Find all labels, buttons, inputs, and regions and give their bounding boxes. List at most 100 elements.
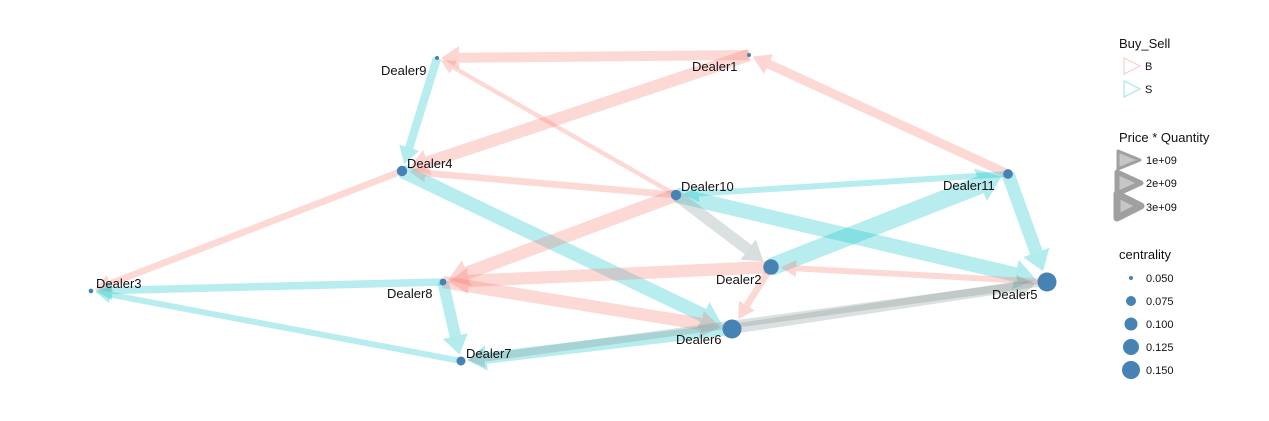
edge-dealer5-dealer2 <box>796 265 1048 285</box>
node-dealer4 <box>396 165 408 177</box>
edge-arrowhead-dealer2-dealer6-icon <box>738 300 755 320</box>
legend-centrality-title: centrality <box>1119 247 1172 262</box>
node-dealer9 <box>435 56 439 60</box>
edge-arrowhead-dealer6-dealer7-icon <box>467 345 488 371</box>
legend-centrality-dot-0100-icon <box>1124 317 1138 331</box>
node-dealer11 <box>1003 169 1013 179</box>
node-dealer7 <box>456 356 466 366</box>
edge-dealer10-dealer4 <box>424 169 677 199</box>
edge-arrowhead-dealer2-dealer8-icon <box>448 267 469 295</box>
node-label-dealer4: Dealer4 <box>407 156 453 171</box>
node-label-dealer6: Dealer6 <box>676 332 722 347</box>
edge-dealer11-dealer5 <box>1001 171 1043 255</box>
edge-arrowhead-dealer1-dealer4-icon <box>408 149 432 176</box>
node-label-dealer3: Dealer3 <box>96 276 142 291</box>
edge-dealer10-dealer8 <box>464 188 679 280</box>
edge-arrowhead-dealer4-dealer6-icon <box>696 302 722 329</box>
edge-dealer8-dealer6 <box>442 275 703 331</box>
edge-arrowhead-dealer4-dealer3-icon <box>95 275 114 293</box>
node-dealer6 <box>722 319 742 339</box>
edge-dealer2-dealer8 <box>467 260 772 288</box>
legend-price-quantity-label-1: 1e+09 <box>1146 155 1177 167</box>
legend-triangle-b-icon <box>1123 57 1142 75</box>
node-label-dealer5: Dealer5 <box>992 287 1038 302</box>
legend-price-quantity-label-2: 2e+09 <box>1146 178 1177 190</box>
edge-arrowhead-dealer8-dealer7-icon <box>442 333 468 355</box>
edges-layer <box>95 46 1050 371</box>
node-label-dealer9: Dealer9 <box>381 63 427 78</box>
edge-arrowhead-dealer11-dealer10-icon <box>683 185 700 203</box>
legend-size-1e09-icon <box>1116 149 1142 171</box>
node-dealer2 <box>763 259 779 275</box>
edge-dealer6-dealer7 <box>485 323 733 364</box>
legend-size-3e09-icon <box>1113 190 1145 222</box>
edge-dealer1-dealer9 <box>458 50 750 63</box>
legend-centrality-dot-0150-icon <box>1122 361 1140 379</box>
edge-dealer10-dealer2 <box>672 190 752 255</box>
edge-dealer2-dealer11 <box>767 176 984 276</box>
legend-centrality-label-2: 0.100 <box>1146 319 1174 331</box>
node-dealer3 <box>88 288 94 294</box>
legend-centrality-label-1: 0.075 <box>1146 296 1174 308</box>
edge-arrowhead-dealer9-dealer4-icon <box>399 144 420 165</box>
legend-centrality: centrality 0.050 0.075 0.100 0.125 0.150 <box>1119 247 1174 379</box>
node-dealer1 <box>747 53 751 57</box>
edge-arrowhead-dealer10-dealer5-icon <box>1012 259 1036 290</box>
edge-arrowhead-dealer6-dealer5-icon <box>1016 274 1036 298</box>
edge-dealer1-dealer4 <box>425 49 751 169</box>
legend-centrality-dot-0050-icon <box>1129 276 1133 280</box>
edge-dealer8-dealer3 <box>111 278 444 295</box>
legend-triangle-s-icon <box>1123 80 1142 98</box>
edge-dealer7-dealer3 <box>110 291 462 364</box>
edge-arrowhead-dealer1-dealer9-icon <box>440 46 460 70</box>
legend-centrality-label-0: 0.050 <box>1146 273 1174 285</box>
legend-buy-sell-label-b: B <box>1145 61 1152 73</box>
edge-dealer11-dealer1 <box>766 59 1010 179</box>
edge-arrowhead-dealer10-dealer8-icon <box>448 260 472 287</box>
edge-dealer4-dealer3 <box>108 167 404 287</box>
legend-buy-sell-title: Buy_Sell <box>1119 36 1170 51</box>
legend-buy-sell: Buy_Sell B S <box>1119 36 1170 98</box>
legend: Buy_Sell B S Price * Quantity 1e+09 2e+0… <box>1113 36 1210 379</box>
legend-centrality-dot-0075-icon <box>1126 296 1136 306</box>
legend-size-2e09-icon <box>1114 169 1144 197</box>
legend-price-quantity: Price * Quantity 1e+09 2e+09 3e+09 <box>1113 130 1210 222</box>
edge-dealer6-dealer5 <box>731 281 1019 334</box>
edge-arrowhead-dealer2-dealer11-icon <box>973 168 1002 202</box>
edge-dealer9-dealer4 <box>405 56 442 150</box>
legend-centrality-dot-0125-icon <box>1123 339 1139 355</box>
edge-dealer11-dealer10 <box>698 171 1009 197</box>
edge-arrowhead-dealer10-dealer4-icon <box>409 163 426 183</box>
edge-arrowhead-dealer10-dealer2-icon <box>740 239 764 262</box>
edge-arrowhead-dealer11-dealer1-icon <box>752 54 774 74</box>
node-label-dealer1: Dealer1 <box>692 59 738 74</box>
legend-centrality-label-4: 0.150 <box>1146 365 1174 377</box>
edge-arrowhead-dealer5-dealer7-icon <box>467 348 486 368</box>
node-dealer8 <box>439 278 447 286</box>
edge-dealer10-dealer5 <box>674 187 1018 282</box>
legend-centrality-label-3: 0.125 <box>1146 342 1174 354</box>
edge-arrowhead-dealer8-dealer6-icon <box>699 310 721 338</box>
nodes-layer <box>88 53 1057 366</box>
edge-dealer10-dealer9 <box>452 65 678 197</box>
edge-dealer4-dealer6 <box>398 164 707 322</box>
edge-arrowhead-dealer7-dealer3-icon <box>95 286 113 304</box>
legend-price-quantity-label-3: 3e+09 <box>1146 202 1177 214</box>
edge-arrowhead-dealer11-dealer5-icon <box>1023 247 1050 272</box>
node-label-dealer7: Dealer7 <box>466 346 512 361</box>
node-label-dealer10: Dealer10 <box>681 179 734 194</box>
edge-dealer8-dealer7 <box>437 280 461 338</box>
node-label-dealer8: Dealer8 <box>387 286 433 301</box>
node-label-dealer2: Dealer2 <box>716 272 762 287</box>
edge-arrowhead-dealer8-dealer3-icon <box>95 280 113 301</box>
node-dealer5 <box>1037 272 1057 292</box>
legend-price-quantity-title: Price * Quantity <box>1119 130 1210 145</box>
edge-arrowhead-dealer5-dealer2-icon <box>780 259 797 277</box>
legend-buy-sell-label-s: S <box>1145 84 1152 96</box>
node-label-dealer11: Dealer11 <box>943 178 995 193</box>
node-dealer10 <box>670 189 682 201</box>
edge-dealer5-dealer7 <box>483 278 1048 362</box>
edge-arrowhead-dealer10-dealer9-icon <box>440 59 457 74</box>
